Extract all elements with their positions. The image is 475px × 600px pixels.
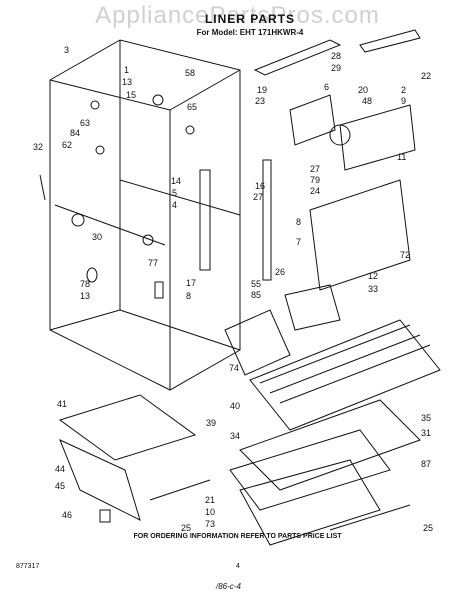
callout-21: 21: [205, 495, 215, 505]
document-code: 877317: [16, 563, 40, 570]
callout-22: 22: [421, 71, 431, 81]
callout-85: 85: [251, 290, 261, 300]
callout-24: 24: [310, 186, 320, 196]
callout-55: 55: [251, 279, 261, 289]
crisper-assembly: [58, 394, 421, 546]
callout-3: 3: [64, 45, 69, 55]
callout-14: 14: [171, 176, 181, 186]
callout-79: 79: [310, 175, 320, 185]
callout-9: 9: [401, 96, 406, 106]
callout-6: 6: [324, 82, 329, 92]
page-mark: 4: [236, 563, 240, 570]
callout-41: 41: [57, 399, 67, 409]
main-shelf: [249, 319, 441, 431]
callout-48: 48: [362, 96, 372, 106]
callout-72: 72: [400, 250, 410, 260]
ordering-note: FOR ORDERING INFORMATION REFER TO PARTS …: [133, 533, 342, 540]
callout-19: 19: [257, 85, 267, 95]
diagram-title: LINER PARTS: [204, 12, 296, 26]
callout-29: 29: [331, 63, 341, 73]
callout-39: 39: [206, 418, 216, 428]
callout-44: 44: [55, 464, 65, 474]
callout-28: 28: [331, 51, 341, 61]
liner-cabinet: [39, 39, 241, 391]
callout-8b: 8: [296, 217, 301, 227]
callout-58: 58: [185, 68, 195, 78]
callout-16: 16: [255, 181, 265, 191]
callout-62: 62: [62, 140, 72, 150]
callout-73: 73: [205, 519, 215, 529]
callout-40: 40: [230, 401, 240, 411]
watermark: AppliancePartsPros.com: [95, 2, 380, 29]
callout-1: 1: [124, 65, 129, 75]
callout-30: 30: [92, 232, 102, 242]
callout-27b: 27: [310, 164, 320, 174]
callout-20: 20: [358, 85, 368, 95]
callout-11: 11: [397, 152, 406, 162]
callout-13: 13: [122, 77, 132, 87]
callout-65: 65: [187, 102, 197, 112]
callout-33: 33: [368, 284, 378, 294]
callout-74: 74: [229, 363, 239, 373]
callout-10: 10: [205, 507, 215, 517]
callout-87: 87: [421, 459, 431, 469]
callout-12: 12: [368, 271, 378, 281]
callout-31: 31: [421, 428, 431, 438]
callout-23: 23: [255, 96, 265, 106]
callout-45: 45: [55, 481, 65, 491]
callout-32: 32: [33, 142, 43, 152]
callout-8: 8: [186, 291, 191, 301]
callout-13b: 13: [80, 291, 90, 301]
callout-46: 46: [62, 510, 72, 520]
part-callouts: 3 1 13 15 58 63 84 62 65 32 14 5 4 30 77…: [33, 45, 433, 533]
callout-78: 78: [80, 279, 90, 289]
callout-26: 26: [275, 267, 285, 277]
model-line: For Model: EHT 171HKWR-4: [196, 28, 304, 37]
callout-84: 84: [70, 128, 80, 138]
callout-2: 2: [401, 85, 406, 95]
callout-4: 4: [172, 200, 177, 210]
callout-25b: 25: [423, 523, 433, 533]
callout-34: 34: [230, 431, 240, 441]
callout-5: 5: [172, 188, 177, 198]
handwritten-mark: /86-c-4: [216, 582, 241, 591]
callout-25: 25: [181, 523, 191, 533]
callout-7: 7: [296, 237, 301, 247]
evaporator-assembly: [253, 29, 421, 291]
callout-15: 15: [126, 90, 136, 100]
callout-17: 17: [186, 278, 196, 288]
callout-77: 77: [148, 258, 158, 268]
callout-27: 27: [253, 192, 263, 202]
callout-63: 63: [80, 118, 90, 128]
callout-35: 35: [421, 413, 431, 423]
ice-trays: [224, 284, 341, 376]
